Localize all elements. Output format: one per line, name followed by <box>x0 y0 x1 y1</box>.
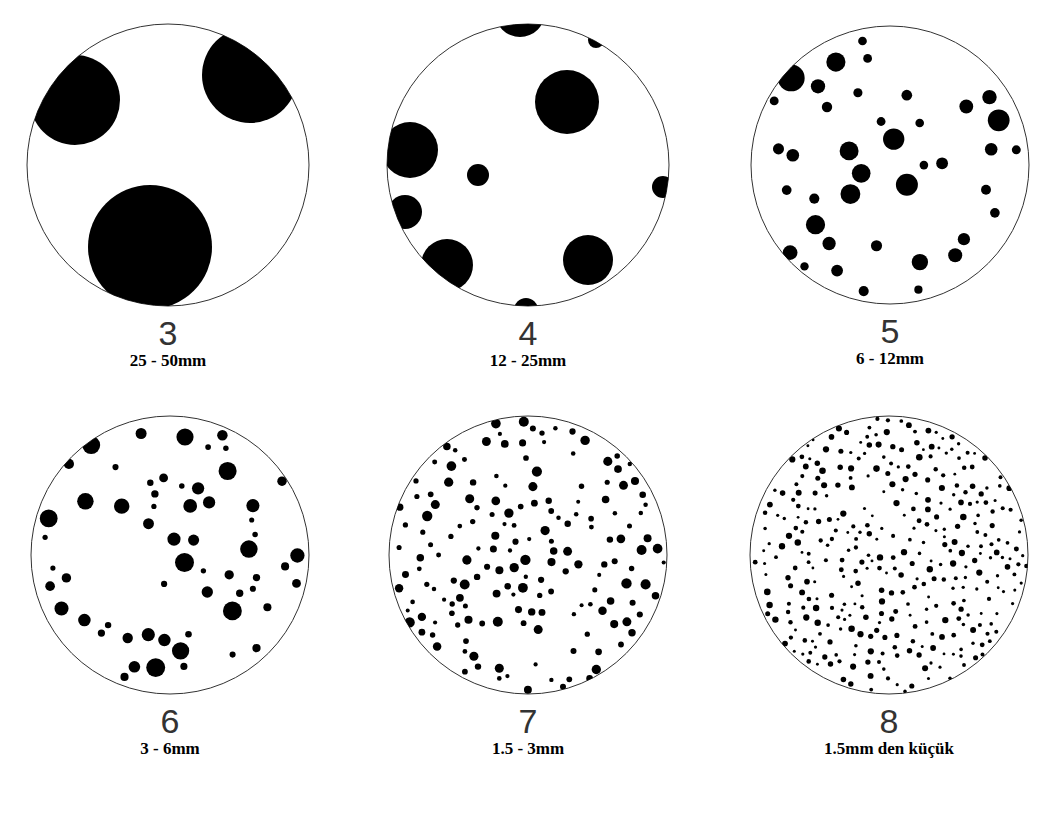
label-group: 81.5mm den küçük <box>749 703 1029 759</box>
grade-number: 7 <box>388 703 668 739</box>
porosity-sample-circle: 81.5mm den küçük <box>749 415 1029 695</box>
pore-size-range: 6 - 12mm <box>825 349 955 369</box>
sample-circle-outline <box>750 25 1030 305</box>
grade-number: 3 <box>26 315 310 351</box>
pore-size-range: 1.5 - 3mm <box>463 739 593 759</box>
pore-size-range: 3 - 6mm <box>105 739 235 759</box>
pore-dots <box>386 23 670 307</box>
pore-dots <box>395 417 666 694</box>
pore-dots <box>40 428 305 681</box>
pore-size-range: 12 - 25mm <box>463 351 593 371</box>
porosity-sample-circle: 63 - 6mm <box>30 415 310 695</box>
porosity-sample-circle: 56 - 12mm <box>750 25 1030 305</box>
grade-number: 5 <box>750 313 1030 349</box>
sample-circle-outline <box>386 23 670 307</box>
sample-circle-outline <box>26 23 310 307</box>
sample-circle-outline <box>749 415 1029 695</box>
label-group: 63 - 6mm <box>30 703 310 759</box>
grade-number: 4 <box>386 315 670 351</box>
porosity-sample-circle: 325 - 50mm <box>26 23 310 307</box>
porosity-sample-circle: 412 - 25mm <box>386 23 670 307</box>
grade-number: 8 <box>749 703 1029 739</box>
pore-dots <box>753 417 1029 693</box>
porosity-sample-circle: 71.5 - 3mm <box>388 415 668 695</box>
pore-dots <box>770 37 1021 297</box>
label-group: 325 - 50mm <box>26 315 310 371</box>
label-group: 412 - 25mm <box>386 315 670 371</box>
sample-circle-outline <box>388 415 668 695</box>
pore-size-range: 1.5mm den küçük <box>824 739 954 759</box>
pore-dots <box>30 27 298 307</box>
grade-number: 6 <box>30 703 310 739</box>
label-group: 56 - 12mm <box>750 313 1030 369</box>
label-group: 71.5 - 3mm <box>388 703 668 759</box>
pore-size-range: 25 - 50mm <box>103 351 233 371</box>
sample-circle-outline <box>30 415 310 695</box>
